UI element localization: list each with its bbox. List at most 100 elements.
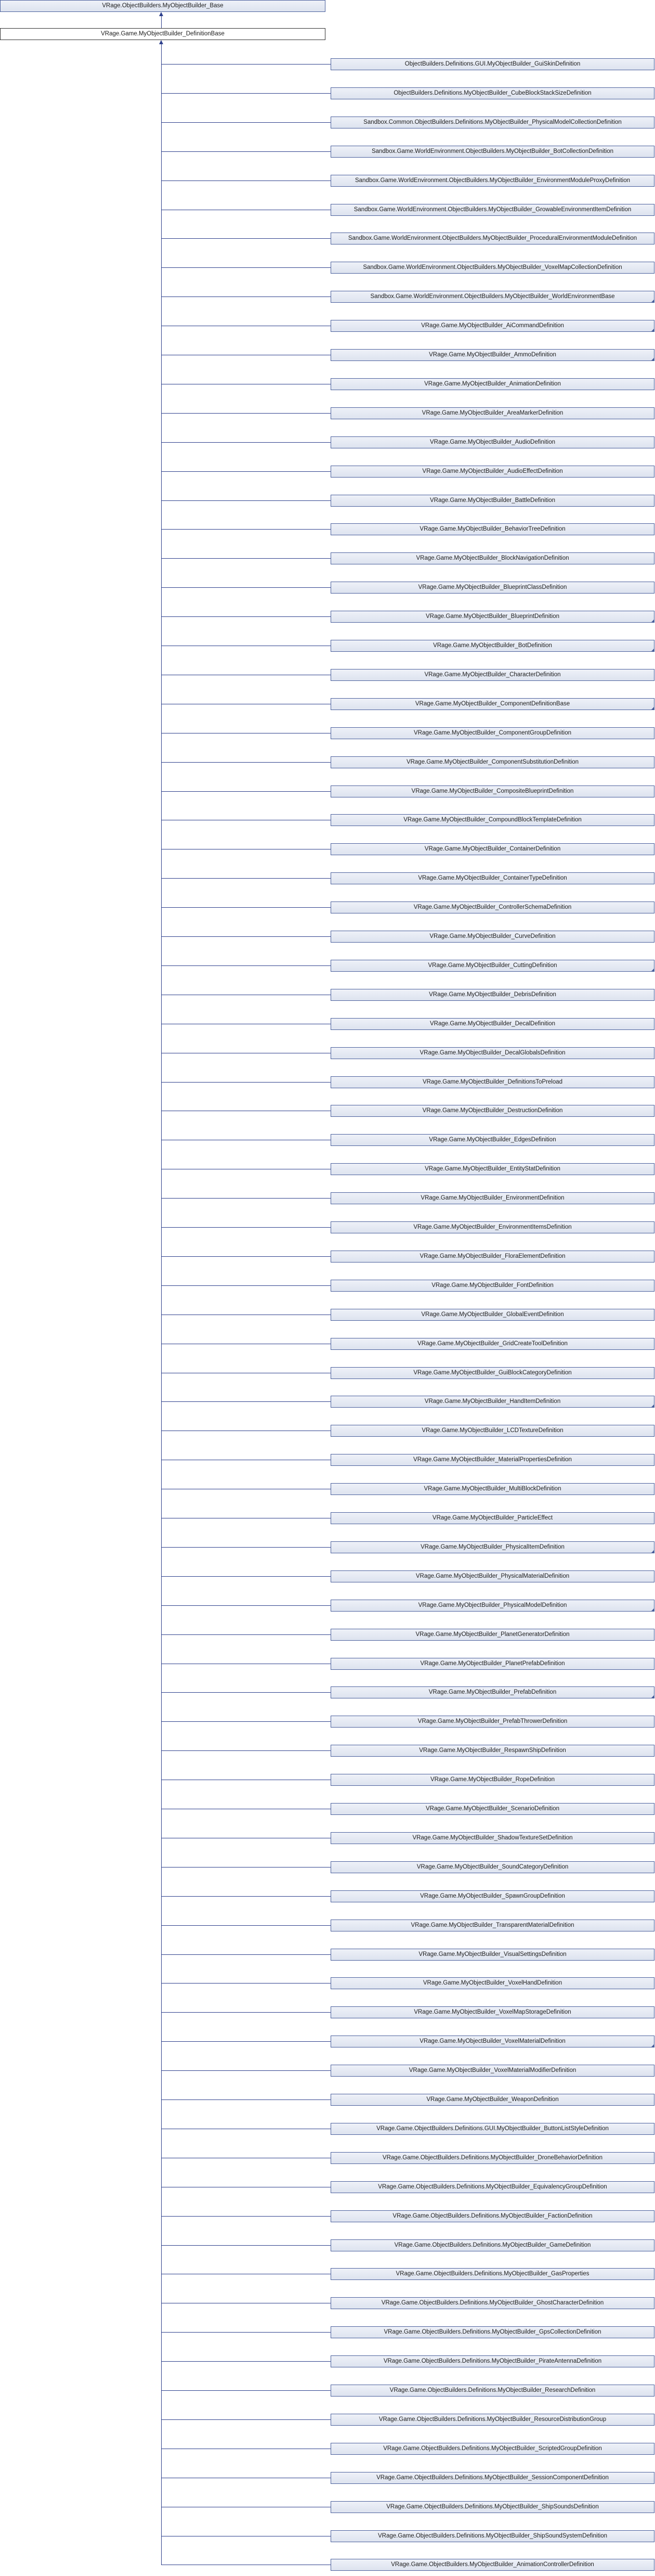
derived-class-node[interactable]: VRage.Game.ObjectBuilders.Definitions.My… [331, 2326, 654, 2338]
derived-class-node[interactable]: VRage.Game.MyObjectBuilder_GridCreateToo… [331, 1338, 654, 1350]
derived-class-node[interactable]: VRage.Game.MyObjectBuilder_CompositeBlue… [331, 785, 654, 797]
derived-edge-line [161, 122, 331, 123]
derived-edge-line [161, 151, 331, 152]
derived-class-node[interactable]: VRage.Game.MyObjectBuilder_ScenarioDefin… [331, 1803, 654, 1815]
derived-class-node[interactable]: VRage.Game.MyObjectBuilder_AudioDefiniti… [331, 436, 654, 448]
derived-class-node[interactable]: Sandbox.Game.WorldEnvironment.ObjectBuil… [331, 233, 654, 244]
derived-class-node[interactable]: VRage.Game.MyObjectBuilder_GlobalEventDe… [331, 1309, 654, 1321]
derived-class-node[interactable]: VRage.Game.MyObjectBuilder_AudioEffectDe… [331, 466, 654, 478]
derived-class-node[interactable]: VRage.Game.MyObjectBuilder_AmmoDefinitio… [331, 349, 654, 361]
derived-class-node[interactable]: VRage.Game.ObjectBuilders.Definitions.My… [331, 2355, 654, 2367]
derived-edge-line [161, 2390, 331, 2391]
derived-class-node[interactable]: VRage.Game.MyObjectBuilder_AiCommandDefi… [331, 320, 654, 332]
derived-class-node[interactable]: VRage.Game.MyObjectBuilder_DestructionDe… [331, 1105, 654, 1117]
derived-class-node[interactable]: VRage.Game.MyObjectBuilder_FloraElementD… [331, 1251, 654, 1263]
derived-class-node[interactable]: VRage.Game.MyObjectBuilder_EntityStatDef… [331, 1163, 654, 1175]
derived-class-node[interactable]: VRage.Game.MyObjectBuilder_DefinitionsTo… [331, 1076, 654, 1088]
derived-class-node[interactable]: ObjectBuilders.Definitions.GUI.MyObjectB… [331, 58, 654, 70]
derived-class-node[interactable]: VRage.Game.MyObjectBuilder_CurveDefiniti… [331, 931, 654, 943]
derived-class-node[interactable]: VRage.Game.MyObjectBuilder_TransparentMa… [331, 1920, 654, 1931]
derived-class-node[interactable]: VRage.Game.MyObjectBuilder_PhysicalMater… [331, 1570, 654, 1582]
derived-class-node[interactable]: VRage.Game.MyObjectBuilder_CompoundBlock… [331, 814, 654, 826]
derived-class-node[interactable]: VRage.Game.MyObjectBuilder_ControllerSch… [331, 901, 654, 913]
derived-class-node[interactable]: VRage.Game.MyObjectBuilder_PlanetGenerat… [331, 1629, 654, 1641]
derived-class-node[interactable]: VRage.Game.MyObjectBuilder_CharacterDefi… [331, 669, 654, 681]
derived-class-node[interactable]: VRage.Game.ObjectBuilders.Definitions.My… [331, 2530, 654, 2542]
derived-class-node[interactable]: VRage.Game.MyObjectBuilder_ComponentSubs… [331, 756, 654, 768]
derived-class-node[interactable]: VRage.Game.MyObjectBuilder_SpawnGroupDef… [331, 1890, 654, 1902]
derived-class-node[interactable]: VRage.Game.MyObjectBuilder_AnimationDefi… [331, 378, 654, 390]
derived-class-node[interactable]: VRage.Game.MyObjectBuilder_DecalDefiniti… [331, 1018, 654, 1030]
derived-class-node[interactable]: VRage.Game.MyObjectBuilder_BlueprintClas… [331, 582, 654, 594]
derived-class-node[interactable]: VRage.Game.ObjectBuilders.Definitions.My… [331, 2181, 654, 2193]
derived-class-node[interactable]: VRage.Game.MyObjectBuilder_VoxelMaterial… [331, 2036, 654, 2047]
derived-class-node[interactable]: VRage.Game.ObjectBuilders.Definitions.My… [331, 2385, 654, 2397]
derived-edge-line [161, 1285, 331, 1286]
derived-class-node[interactable]: Sandbox.Game.WorldEnvironment.ObjectBuil… [331, 146, 654, 158]
derived-edge-line [161, 500, 331, 501]
derived-edge-line [161, 616, 331, 617]
derived-class-node[interactable]: ObjectBuilders.Definitions.MyObjectBuild… [331, 87, 654, 99]
derived-class-node[interactable]: VRage.Game.MyObjectBuilder_DebrisDefinit… [331, 989, 654, 1001]
derived-class-node[interactable]: VRage.Game.MyObjectBuilder_BehaviorTreeD… [331, 523, 654, 535]
derived-class-node[interactable]: VRage.Game.ObjectBuilders.Definitions.GU… [331, 2123, 654, 2135]
derived-class-node[interactable]: VRage.Game.MyObjectBuilder_PhysicalModel… [331, 1600, 654, 1612]
derived-class-node[interactable]: VRage.Game.ObjectBuilders.Definitions.My… [331, 2443, 654, 2455]
derived-class-node[interactable]: VRage.Game.MyObjectBuilder_GuiBlockCateg… [331, 1367, 654, 1379]
derived-class-node[interactable]: VRage.Game.MyObjectBuilder_CuttingDefini… [331, 960, 654, 972]
derived-class-node[interactable]: VRage.Game.MyObjectBuilder_RopeDefinitio… [331, 1774, 654, 1786]
derived-edge-line [161, 471, 331, 472]
derived-class-node[interactable]: VRage.Game.ObjectBuilders.Definitions.My… [331, 2152, 654, 2164]
base-class-node[interactable]: VRage.ObjectBuilders.MyObjectBuilder_Bas… [0, 0, 325, 12]
derived-class-node[interactable]: VRage.Game.MyObjectBuilder_LCDTextureDef… [331, 1425, 654, 1437]
derived-class-node[interactable]: VRage.Game.ObjectBuilders.MyObjectBuilde… [331, 2559, 654, 2571]
derived-edge-line [161, 2012, 331, 2013]
derived-class-node[interactable]: VRage.Game.ObjectBuilders.Definitions.My… [331, 2472, 654, 2484]
derived-class-node[interactable]: VRage.Game.ObjectBuilders.Definitions.My… [331, 2501, 654, 2513]
derived-class-node[interactable]: Sandbox.Game.WorldEnvironment.ObjectBuil… [331, 175, 654, 187]
derived-class-node[interactable]: VRage.Game.MyObjectBuilder_BlockNavigati… [331, 552, 654, 564]
collapsed-subclasses-marker [651, 300, 654, 302]
derived-class-node[interactable]: VRage.Game.MyObjectBuilder_HandItemDefin… [331, 1396, 654, 1408]
derived-class-node[interactable]: VRage.Game.ObjectBuilders.Definitions.My… [331, 2239, 654, 2251]
derived-class-node[interactable]: VRage.Game.ObjectBuilders.Definitions.My… [331, 2297, 654, 2309]
derived-edge-line [161, 1401, 331, 1402]
derived-class-node[interactable]: VRage.Game.MyObjectBuilder_BattleDefinit… [331, 495, 654, 507]
derived-class-node[interactable]: Sandbox.Game.WorldEnvironment.ObjectBuil… [331, 291, 654, 303]
derived-class-node[interactable]: VRage.Game.MyObjectBuilder_MultiBlockDef… [331, 1483, 654, 1495]
derived-class-node[interactable]: VRage.Game.MyObjectBuilder_BotDefinition [331, 640, 654, 652]
derived-class-node[interactable]: VRage.Game.ObjectBuilders.Definitions.My… [331, 2268, 654, 2280]
derived-class-node[interactable]: VRage.Game.MyObjectBuilder_EnvironmentIt… [331, 1221, 654, 1233]
derived-class-node[interactable]: VRage.Game.MyObjectBuilder_ContainerDefi… [331, 843, 654, 855]
derived-class-node[interactable]: VRage.Game.MyObjectBuilder_ShadowTexture… [331, 1832, 654, 1844]
derived-class-node[interactable]: VRage.Game.MyObjectBuilder_ContainerType… [331, 872, 654, 884]
derived-class-node[interactable]: VRage.Game.MyObjectBuilder_WeaponDefinit… [331, 2094, 654, 2106]
derived-class-node[interactable]: VRage.Game.MyObjectBuilder_MaterialPrope… [331, 1454, 654, 1466]
derived-class-node[interactable]: VRage.Game.MyObjectBuilder_EdgesDefiniti… [331, 1134, 654, 1146]
derived-class-node[interactable]: VRage.Game.MyObjectBuilder_ParticleEffec… [331, 1512, 654, 1524]
derived-class-node[interactable]: VRage.Game.ObjectBuilders.Definitions.My… [331, 2210, 654, 2222]
derived-class-node[interactable]: VRage.Game.MyObjectBuilder_PhysicalItemD… [331, 1541, 654, 1553]
derived-class-node[interactable]: VRage.Game.MyObjectBuilder_VoxelMaterial… [331, 2065, 654, 2077]
derived-class-node[interactable]: VRage.Game.MyObjectBuilder_VoxelHandDefi… [331, 1977, 654, 1989]
derived-class-node[interactable]: VRage.Game.MyObjectBuilder_VoxelMapStora… [331, 2006, 654, 2018]
derived-trunk-line [161, 44, 162, 2565]
derived-class-node[interactable]: VRage.Game.MyObjectBuilder_AreaMarkerDef… [331, 407, 654, 419]
derived-class-node[interactable]: VRage.Game.MyObjectBuilder_VisualSetting… [331, 1949, 654, 1961]
derived-class-node[interactable]: VRage.Game.MyObjectBuilder_BlueprintDefi… [331, 611, 654, 623]
derived-class-node[interactable]: VRage.Game.MyObjectBuilder_EnvironmentDe… [331, 1192, 654, 1204]
derived-class-node[interactable]: Sandbox.Game.WorldEnvironment.ObjectBuil… [331, 204, 654, 216]
derived-class-node[interactable]: VRage.Game.MyObjectBuilder_DecalGlobalsD… [331, 1047, 654, 1059]
derived-class-node[interactable]: Sandbox.Common.ObjectBuilders.Definition… [331, 117, 654, 128]
derived-class-node[interactable]: VRage.Game.MyObjectBuilder_PlanetPrefabD… [331, 1658, 654, 1670]
derived-class-node[interactable]: Sandbox.Game.WorldEnvironment.ObjectBuil… [331, 262, 654, 274]
derived-class-node[interactable]: VRage.Game.MyObjectBuilder_PrefabDefinit… [331, 1686, 654, 1698]
derived-class-node[interactable]: VRage.Game.MyObjectBuilder_ComponentGrou… [331, 727, 654, 739]
derived-class-node[interactable]: VRage.Game.MyObjectBuilder_ComponentDefi… [331, 698, 654, 710]
derived-edge-line [161, 529, 331, 530]
derived-class-node[interactable]: VRage.Game.ObjectBuilders.Definitions.My… [331, 2414, 654, 2426]
derived-class-node[interactable]: VRage.Game.MyObjectBuilder_FontDefinitio… [331, 1280, 654, 1292]
derived-class-node[interactable]: VRage.Game.MyObjectBuilder_RespawnShipDe… [331, 1745, 654, 1757]
derived-class-node[interactable]: VRage.Game.MyObjectBuilder_PrefabThrower… [331, 1716, 654, 1728]
derived-class-node[interactable]: VRage.Game.MyObjectBuilder_SoundCategory… [331, 1861, 654, 1873]
